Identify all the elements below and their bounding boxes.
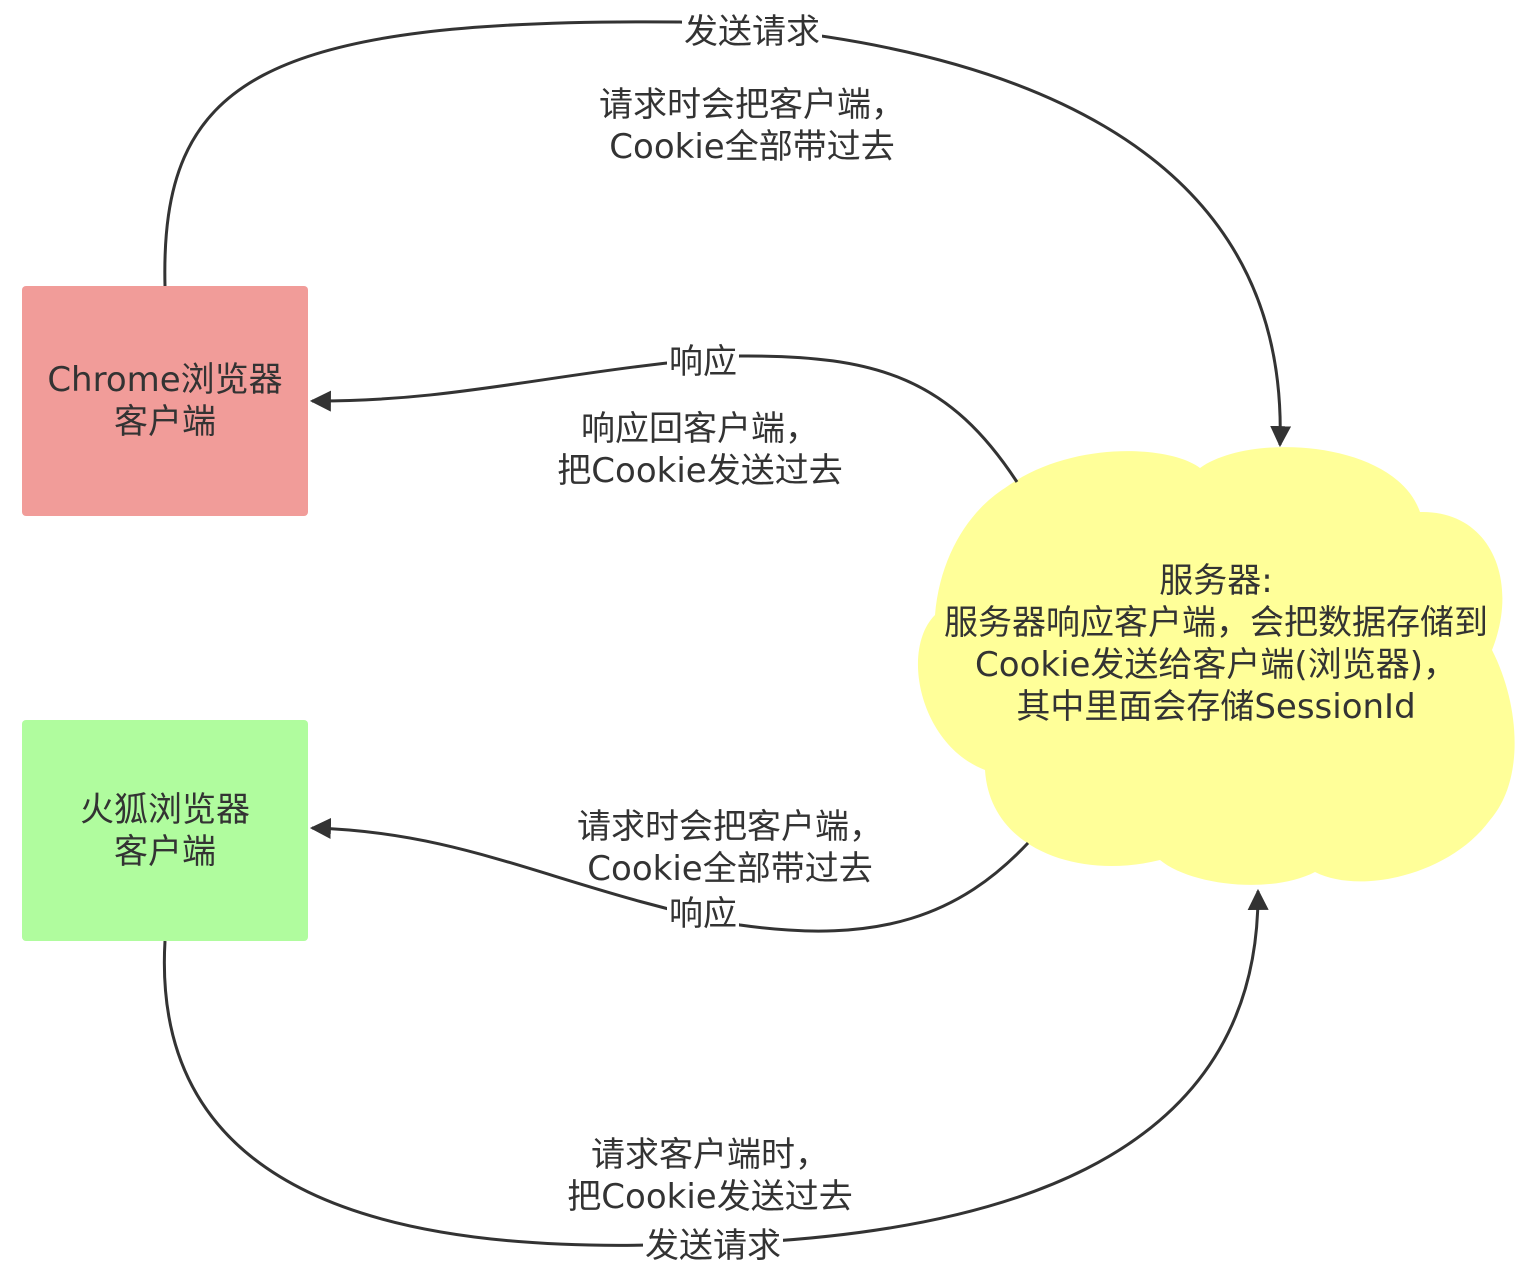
chrome-request-note: 请求时会把客户端， Cookie全部带过去 — [599, 84, 905, 168]
firefox-response-note-line-1: 请求时会把客户端， — [577, 807, 883, 847]
edge-chrome-response[interactable] — [309, 354, 1019, 483]
chrome-request-tag: 发送请求 — [682, 11, 822, 53]
firefox-request-note: 请求客户端时， 把Cookie发送过去 — [567, 1134, 852, 1218]
firefox-response-note-line-2: Cookie全部带过去 — [587, 849, 873, 889]
firefox-browser-node[interactable]: 火狐浏览器 客户端 — [22, 720, 308, 941]
chrome-response-note: 响应回客户端， 把Cookie发送过去 — [557, 408, 842, 492]
chrome-node-line-1: Chrome浏览器 — [47, 360, 283, 400]
firefox-response-tag: 响应 — [667, 893, 739, 935]
server-label-line-3: Cookie发送给客户端(浏览器)， — [975, 645, 1457, 685]
server-label-line-4: 其中里面会存储SessionId — [1016, 687, 1416, 727]
chrome-response-tag: 响应 — [667, 341, 739, 383]
firefox-request-note-line-1: 请求客户端时， — [591, 1135, 829, 1175]
chrome-response-note-line-2: 把Cookie发送过去 — [557, 451, 843, 491]
server-label: 服务器: 服务器响应客户端，会把数据存储到 Cookie发送给客户端(浏览器)，… — [944, 560, 1488, 728]
server-cloud[interactable] — [917, 447, 1515, 885]
firefox-node-line-1: 火狐浏览器 — [80, 789, 250, 830]
server-label-line-1: 服务器: — [1159, 561, 1273, 601]
firefox-request-tag: 发送请求 — [643, 1225, 783, 1267]
server-label-line-2: 服务器响应客户端，会把数据存储到 — [944, 603, 1488, 643]
firefox-request-note-line-2: 把Cookie发送过去 — [567, 1177, 853, 1217]
chrome-request-note-line-1: 请求时会把客户端， — [599, 85, 905, 125]
chrome-node-line-2: 客户端 — [114, 402, 216, 442]
chrome-browser-node[interactable]: Chrome浏览器 客户端 — [22, 286, 308, 516]
firefox-node-line-2: 客户端 — [114, 831, 216, 872]
firefox-response-note: 请求时会把客户端， Cookie全部带过去 — [577, 806, 883, 890]
chrome-response-note-line-1: 响应回客户端， — [581, 409, 819, 449]
chrome-request-note-line-2: Cookie全部带过去 — [609, 127, 895, 167]
